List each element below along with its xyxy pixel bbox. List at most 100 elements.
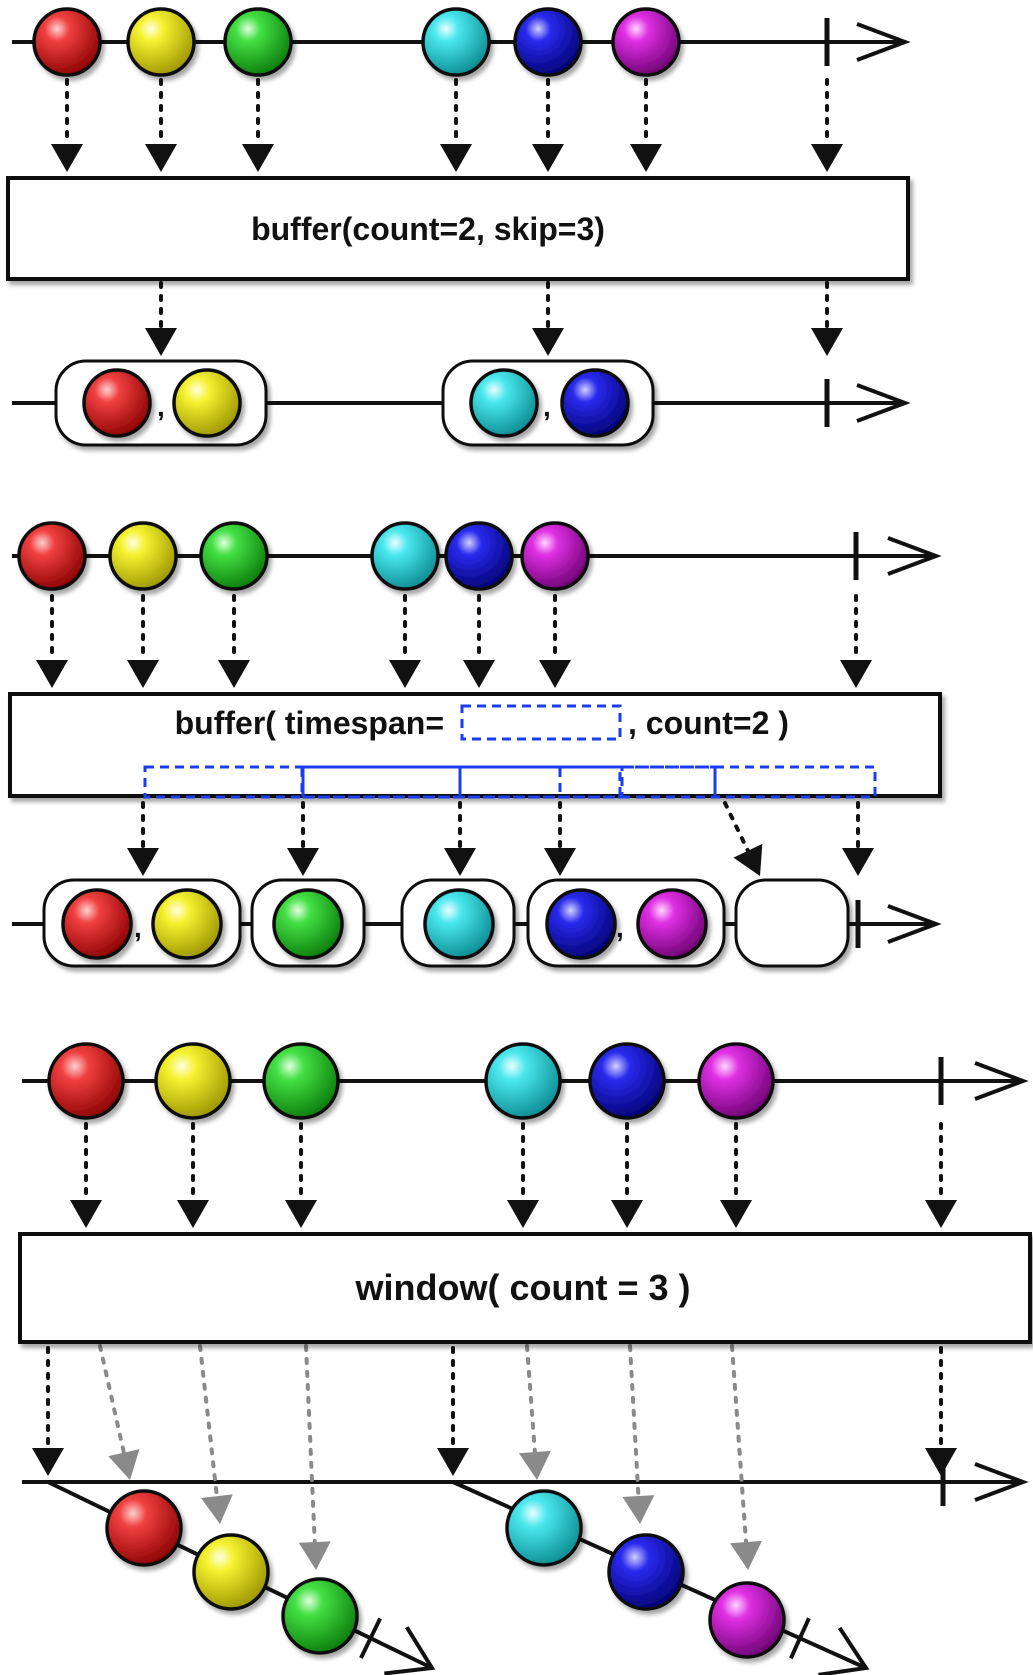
operator-boxes <box>6 176 1032 1344</box>
emission-arrow-head <box>70 1200 102 1228</box>
emission-arrow-head <box>463 660 495 688</box>
emission-arrow-head <box>127 848 159 876</box>
yellow-marble <box>151 888 223 960</box>
operator-box-buffer-timespan <box>8 692 942 798</box>
source-timeline-1-arrowhead <box>856 22 911 62</box>
emission-arrow-head <box>925 1448 957 1476</box>
window-open-arrow-head <box>32 1448 64 1476</box>
blue-marble <box>444 521 514 591</box>
gray-window-arrow <box>525 1344 537 1455</box>
window-stream-1-arrowhead <box>384 1626 436 1675</box>
green-marble <box>262 1042 340 1120</box>
cyan-marble <box>505 1489 583 1567</box>
red-marble <box>105 1489 183 1567</box>
emission-arrow-head <box>539 660 571 688</box>
buffer-comma: , <box>157 391 165 422</box>
blue-marble <box>545 888 617 960</box>
emission-arrow-head <box>51 144 83 172</box>
emission-arrow-head <box>532 144 564 172</box>
output-timeline-1-arrowhead <box>856 383 911 423</box>
yellow-marble <box>172 368 242 438</box>
emission-arrow-head <box>242 144 274 172</box>
window-stream-1-completion <box>359 1617 382 1659</box>
emission-arrow-head <box>177 1200 209 1228</box>
source-timeline-3-arrowhead <box>974 1061 1029 1101</box>
green-marble <box>199 521 269 591</box>
emission-arrow-head <box>145 328 177 356</box>
gray-window-arrow <box>198 1344 219 1499</box>
operator-box-buffer-count <box>6 176 910 281</box>
cyan-marble <box>421 7 491 77</box>
magenta-marble <box>697 1042 775 1120</box>
emission-arrow <box>723 801 750 853</box>
emission-arrow-head <box>532 328 564 356</box>
yellow-marble <box>192 1533 270 1611</box>
window-stream-2-arrowhead <box>818 1626 870 1675</box>
emission-arrow-head <box>218 660 250 688</box>
magenta-marble <box>611 7 681 77</box>
emission-arrow-head <box>720 1200 752 1228</box>
yellow-marble <box>154 1042 232 1120</box>
gray-window-arrow <box>98 1344 126 1455</box>
operator-box-window <box>18 1232 1032 1344</box>
emission-arrows <box>32 78 957 1570</box>
emission-arrow-head <box>630 144 662 172</box>
buffer-comma: , <box>616 912 624 943</box>
red-marble <box>32 7 102 77</box>
cyan-marble <box>469 368 539 438</box>
buffer-group-empty <box>734 878 850 968</box>
window-open-arrow-head <box>437 1448 469 1476</box>
blue-marble <box>560 368 630 438</box>
emission-arrow-head <box>389 660 421 688</box>
magenta-marble <box>520 521 590 591</box>
gray-window-arrow <box>304 1344 317 1545</box>
emission-arrow-head <box>611 1200 643 1228</box>
buffer-comma: , <box>134 912 142 943</box>
cyan-marble <box>370 521 440 591</box>
window-count-label: window( count = 3 ) <box>355 1267 691 1308</box>
source-timeline-2-arrowhead <box>887 536 942 576</box>
window-stream-2-completion <box>789 1617 811 1660</box>
red-marble <box>82 368 152 438</box>
emission-arrow-head <box>840 660 872 688</box>
emission-arrow-head <box>925 1200 957 1228</box>
yellow-marble <box>126 7 196 77</box>
timespan-legend-box <box>460 704 622 741</box>
emission-arrow-head <box>145 144 177 172</box>
green-marble <box>223 7 293 77</box>
buffer-timespan-label-left: buffer( timespan= <box>175 705 444 741</box>
gray-window-arrow-head <box>298 1541 331 1570</box>
gray-window-arrow-head <box>622 1495 655 1524</box>
emission-arrow-head <box>285 1200 317 1228</box>
emission-arrow-head <box>544 848 576 876</box>
cyan-marble <box>484 1042 562 1120</box>
buffer-count-skip-label: buffer(count=2, skip=3) <box>251 211 605 247</box>
green-marble <box>281 1577 359 1655</box>
gray-window-arrow-head <box>108 1449 140 1480</box>
blue-marble <box>513 7 583 77</box>
emission-arrow-head <box>440 144 472 172</box>
cyan-marble <box>423 888 495 960</box>
gray-window-arrow <box>730 1344 749 1545</box>
marbles <box>17 7 786 1659</box>
yellow-marble <box>108 521 178 591</box>
emission-arrow-head <box>507 1200 539 1228</box>
green-marble <box>272 888 344 960</box>
blue-marble <box>588 1042 666 1120</box>
gray-window-arrow-head <box>200 1494 233 1524</box>
emission-arrow-head <box>127 660 159 688</box>
red-marble <box>47 1042 125 1120</box>
emission-arrow-head <box>842 848 874 876</box>
red-marble <box>17 521 87 591</box>
gray-window-arrow <box>628 1344 641 1499</box>
blue-marble <box>607 1533 685 1611</box>
buffer-groups <box>42 359 850 968</box>
emission-arrow-head <box>733 843 763 876</box>
emission-arrow-head <box>36 660 68 688</box>
output-timeline-2-arrowhead <box>887 904 942 944</box>
emission-arrow-head <box>811 144 843 172</box>
gray-window-arrow-head <box>518 1450 551 1480</box>
magenta-marble <box>708 1581 786 1659</box>
gray-window-arrow-head <box>730 1540 762 1570</box>
